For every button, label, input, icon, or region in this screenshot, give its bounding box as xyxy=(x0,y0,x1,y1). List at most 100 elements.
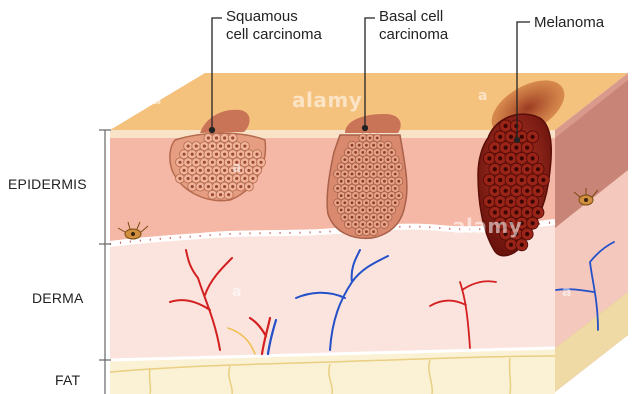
cell-nucleus xyxy=(361,180,364,183)
cell-nucleus xyxy=(199,153,202,156)
cell-nucleus xyxy=(235,145,238,148)
cell-nucleus xyxy=(343,158,346,161)
cell-nucleus xyxy=(211,193,214,196)
cell-nucleus xyxy=(509,200,513,204)
cell-nucleus xyxy=(211,177,214,180)
cell-nucleus xyxy=(361,194,364,197)
cell-nucleus xyxy=(343,201,346,204)
cell-nucleus xyxy=(358,173,361,176)
cell-nucleus xyxy=(351,187,354,190)
cell-nucleus xyxy=(376,151,379,154)
cell-nucleus xyxy=(365,144,368,147)
cell-nucleus xyxy=(383,194,386,197)
cell-nucleus xyxy=(493,146,497,150)
cell-nucleus xyxy=(340,194,343,197)
cell-nucleus xyxy=(183,169,186,172)
watermark-a-1: a xyxy=(478,88,488,104)
cell-nucleus xyxy=(347,180,350,183)
cell-nucleus xyxy=(361,165,364,168)
cell-nucleus xyxy=(379,173,382,176)
cell-nucleus xyxy=(383,151,386,154)
cell-nucleus xyxy=(369,151,372,154)
cell-nucleus xyxy=(372,173,375,176)
cell-nucleus xyxy=(369,194,372,197)
cell-nucleus xyxy=(347,194,350,197)
cell-nucleus xyxy=(247,185,250,188)
cell-nucleus xyxy=(487,156,491,160)
cell-nucleus xyxy=(536,189,540,193)
cell-nucleus xyxy=(369,223,372,226)
cell-nucleus xyxy=(219,145,222,148)
cell-nucleus xyxy=(227,177,230,180)
cell-nucleus xyxy=(347,165,350,168)
cell-nucleus xyxy=(520,135,524,139)
cell-nucleus xyxy=(195,161,198,164)
cell-nucleus xyxy=(358,187,361,190)
cell-nucleus xyxy=(376,165,379,168)
cell-nucleus xyxy=(372,144,375,147)
cell-nucleus xyxy=(387,216,390,219)
cell-nucleus xyxy=(354,180,357,183)
cell-nucleus xyxy=(372,201,375,204)
cell-nucleus xyxy=(219,161,222,164)
cell-nucleus xyxy=(195,177,198,180)
cell-nucleus xyxy=(203,145,206,148)
cell-nucleus xyxy=(394,201,397,204)
cell-nucleus xyxy=(223,185,226,188)
cell-nucleus xyxy=(227,161,230,164)
cell-nucleus xyxy=(520,178,524,182)
cell-nucleus xyxy=(361,209,364,212)
cell-nucleus xyxy=(351,201,354,204)
cell-nucleus xyxy=(235,177,238,180)
cell-nucleus xyxy=(203,177,206,180)
cell-nucleus xyxy=(376,180,379,183)
cell-nucleus xyxy=(390,209,393,212)
cell-nucleus xyxy=(397,180,400,183)
cell-nucleus xyxy=(379,158,382,161)
cell-nucleus xyxy=(347,209,350,212)
watermark-secondary: alamy xyxy=(452,214,522,238)
cell-nucleus xyxy=(387,144,390,147)
cell-nucleus xyxy=(498,178,502,182)
cell-nucleus xyxy=(187,145,190,148)
cell-nucleus xyxy=(340,165,343,168)
cell-nucleus xyxy=(358,216,361,219)
cell-nucleus xyxy=(239,185,242,188)
cell-nucleus xyxy=(251,161,254,164)
cell-nucleus xyxy=(215,153,218,156)
watermark-main: alamy xyxy=(292,88,362,112)
cell-nucleus xyxy=(531,135,535,139)
cell-nucleus xyxy=(365,187,368,190)
cell-nucleus xyxy=(369,180,372,183)
cell-nucleus xyxy=(376,137,379,140)
cell-nucleus xyxy=(379,201,382,204)
cell-nucleus xyxy=(354,194,357,197)
cell-nucleus xyxy=(525,189,529,193)
cell-nucleus xyxy=(531,156,535,160)
cell-nucleus xyxy=(336,187,339,190)
cell-nucleus xyxy=(243,161,246,164)
cell-nucleus xyxy=(498,200,502,204)
cell-nucleus xyxy=(394,173,397,176)
cell-nucleus xyxy=(358,201,361,204)
squamous-label: Squamous cell carcinoma xyxy=(226,8,322,44)
cell-nucleus xyxy=(203,161,206,164)
squamous-label-line1: Squamous xyxy=(226,8,322,26)
cell-nucleus xyxy=(199,185,202,188)
cell-nucleus xyxy=(347,223,350,226)
cell-nucleus xyxy=(365,216,368,219)
cell-nucleus xyxy=(509,243,513,247)
cell-nucleus xyxy=(525,232,529,236)
cell-nucleus xyxy=(531,200,535,204)
cell-nucleus xyxy=(351,173,354,176)
cell-nucleus xyxy=(227,145,230,148)
cell-nucleus xyxy=(358,230,361,233)
cell-nucleus xyxy=(525,167,529,171)
cell-nucleus xyxy=(243,145,246,148)
cell-nucleus xyxy=(231,136,234,139)
cell-nucleus xyxy=(247,153,250,156)
cell-nucleus xyxy=(390,151,393,154)
cell-nucleus xyxy=(531,178,535,182)
cell-nucleus xyxy=(379,216,382,219)
cell-nucleus xyxy=(525,210,529,214)
